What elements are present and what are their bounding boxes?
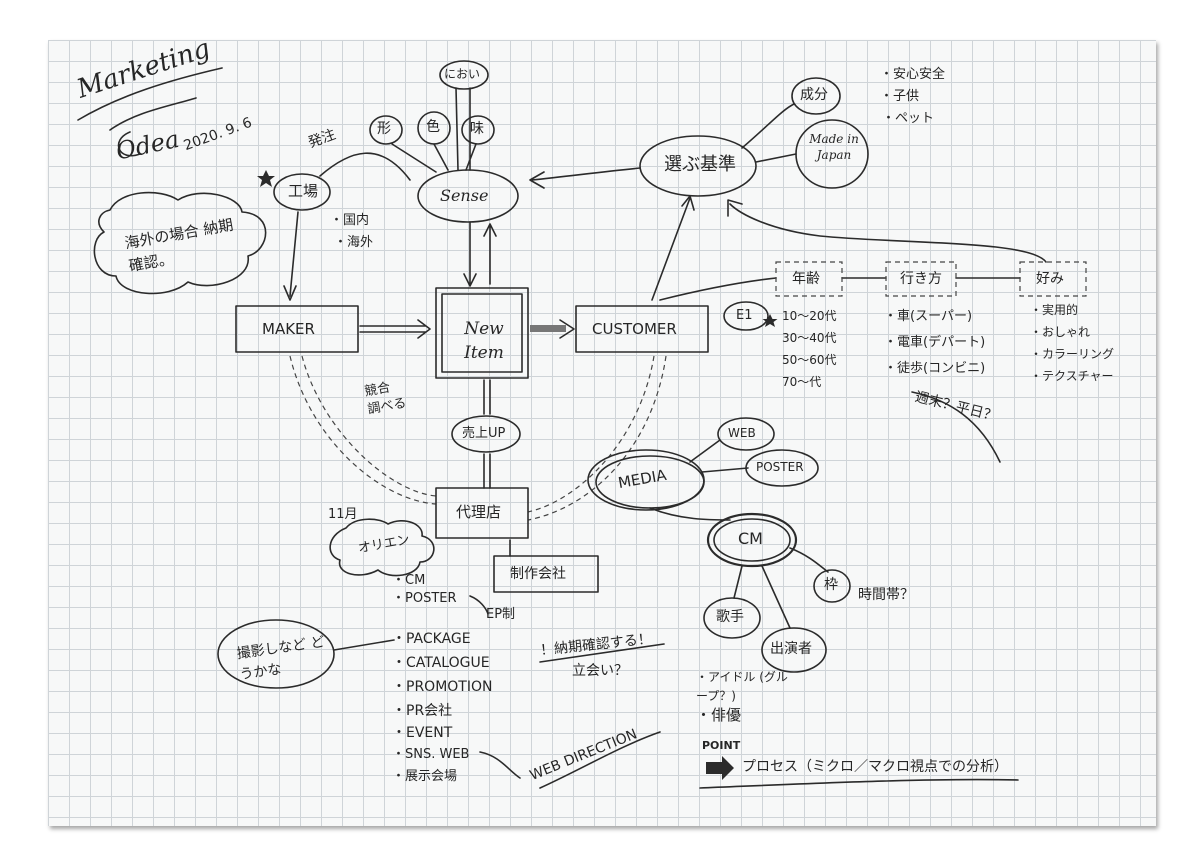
production-item-exhibition: ・展示会場	[392, 769, 458, 784]
production-item-package: ・PACKAGE	[392, 631, 471, 647]
age-10-20: 10〜20代	[782, 309, 837, 323]
preference-practical: ・実用的	[1030, 303, 1079, 317]
criteria-made-in-japan: Made in Japan	[809, 132, 859, 162]
cm-cast-idol: ・アイドル (グループ？)	[696, 670, 788, 704]
production-box	[493, 555, 599, 593]
attend-note: 立会い？	[572, 663, 628, 679]
age-50-60: 50〜60代	[782, 353, 837, 367]
production-item-cm: ・CM	[392, 573, 426, 588]
compete-note: 競合 調べる	[363, 380, 408, 418]
grid-paper-sheet	[48, 40, 1156, 826]
factory-domestic: ・国内	[330, 213, 370, 228]
production-item-sns: ・SNS. WEB	[392, 747, 470, 762]
production-item-promotion: ・PROMOTION	[392, 679, 493, 695]
criteria-ingredient: 成分	[800, 87, 828, 103]
criteria-note-child: ・子供	[880, 89, 920, 104]
criteria-note-safe: ・安心安全	[880, 67, 946, 82]
new-item-label: New Item	[464, 319, 504, 363]
ep-note: EP制	[486, 607, 516, 622]
sense-color: 色	[426, 119, 440, 135]
production-item-catalogue: ・CATALOGUE	[392, 655, 490, 671]
agency-box	[435, 487, 529, 539]
criteria-label: 選ぶ基準	[664, 154, 736, 175]
transport-car: ・車(スーパー)	[884, 309, 973, 324]
maker-label: MAKER	[262, 320, 315, 338]
cm-slot: 枠	[824, 577, 838, 593]
transport-walk: ・徒歩(コンビニ)	[884, 361, 986, 376]
preference-label: 好み	[1036, 271, 1064, 287]
sense-label: Sense	[440, 186, 489, 205]
preference-texture: ・テクスチャー	[1030, 369, 1114, 383]
preference-stylish: ・おしゃれ	[1030, 325, 1091, 339]
cm-label: CM	[738, 529, 763, 548]
media-poster: POSTER	[756, 460, 804, 474]
cm-cast-actor: ・俳優	[696, 706, 742, 724]
age-label: 年齢	[792, 271, 820, 287]
production-item-event: ・EVENT	[392, 725, 453, 741]
age-70: 70〜代	[782, 375, 822, 389]
cm-performer: 出演者	[770, 641, 812, 657]
maker-box	[235, 305, 359, 353]
november-label: 11月	[328, 507, 358, 522]
transport-train: ・電車(デパート)	[884, 335, 986, 350]
sense-smell: におい	[444, 67, 481, 81]
sense-shape: 形	[377, 121, 391, 137]
overseas-cloud	[93, 191, 267, 295]
sales-up-label: 売上UP	[462, 426, 506, 441]
customer-box	[575, 305, 709, 353]
agency-label: 代理店	[456, 503, 502, 521]
criteria-note-pet: ・ペット	[882, 111, 935, 126]
cm-singer: 歌手	[716, 609, 744, 625]
new-item-box	[435, 287, 529, 379]
factory-overseas: ・海外	[334, 235, 374, 250]
factory-label: 工場	[288, 182, 319, 200]
age-30-40: 30〜40代	[782, 331, 837, 345]
production-label: 制作会社	[510, 566, 566, 582]
ei-label: E1	[736, 308, 753, 323]
media-web: WEB	[728, 426, 756, 440]
sense-taste: 味	[470, 121, 484, 137]
transport-label: 行き方	[900, 271, 942, 287]
point-text: プロセス（ミクロ／マクロ視点での分析）	[742, 759, 1008, 775]
production-item-pr: ・PR会社	[392, 703, 453, 719]
preference-coloring: ・カラーリング	[1030, 347, 1115, 361]
customer-label: CUSTOMER	[592, 320, 677, 338]
timeslot-note: 時間帯？	[858, 587, 914, 603]
production-item-poster: ・POSTER	[392, 591, 457, 606]
point-label: POINT	[702, 739, 741, 752]
